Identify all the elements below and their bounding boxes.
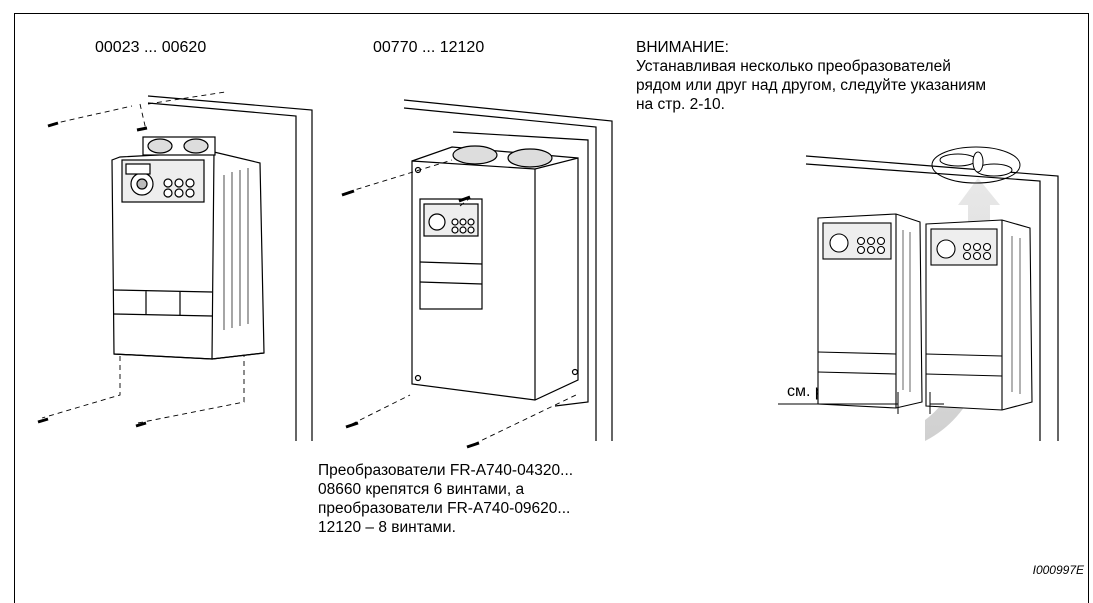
middle-model-range: 00770 ... 12120 <box>373 39 485 56</box>
left-model-range: 00023 ... 00620 <box>95 39 207 56</box>
warning-title: ВНИМАНИЕ: <box>636 39 729 56</box>
side-by-side-inverters <box>778 146 1059 441</box>
installation-illustration <box>37 91 1059 449</box>
figure-frame <box>14 13 1089 603</box>
caption-line: Преобразователи FR-A740-04320... <box>318 462 574 479</box>
caption-line: 08660 крепятся 6 винтами, а <box>318 481 525 498</box>
caption-line: преобразователи FR-A740-09620... <box>318 500 571 517</box>
figure-code: I000997E <box>1032 563 1084 577</box>
warning-line: Устанавливая несколько преобразователей <box>636 58 951 75</box>
fan-icon <box>931 146 1021 184</box>
warning-line: рядом или друг над другом, следуйте указ… <box>636 77 986 94</box>
caption-line: 12120 – 8 винтами. <box>318 519 456 536</box>
large-inverter-assembly <box>341 99 613 449</box>
warning-line: на стр. 2-10. <box>636 96 725 113</box>
small-inverter-assembly <box>37 91 313 441</box>
